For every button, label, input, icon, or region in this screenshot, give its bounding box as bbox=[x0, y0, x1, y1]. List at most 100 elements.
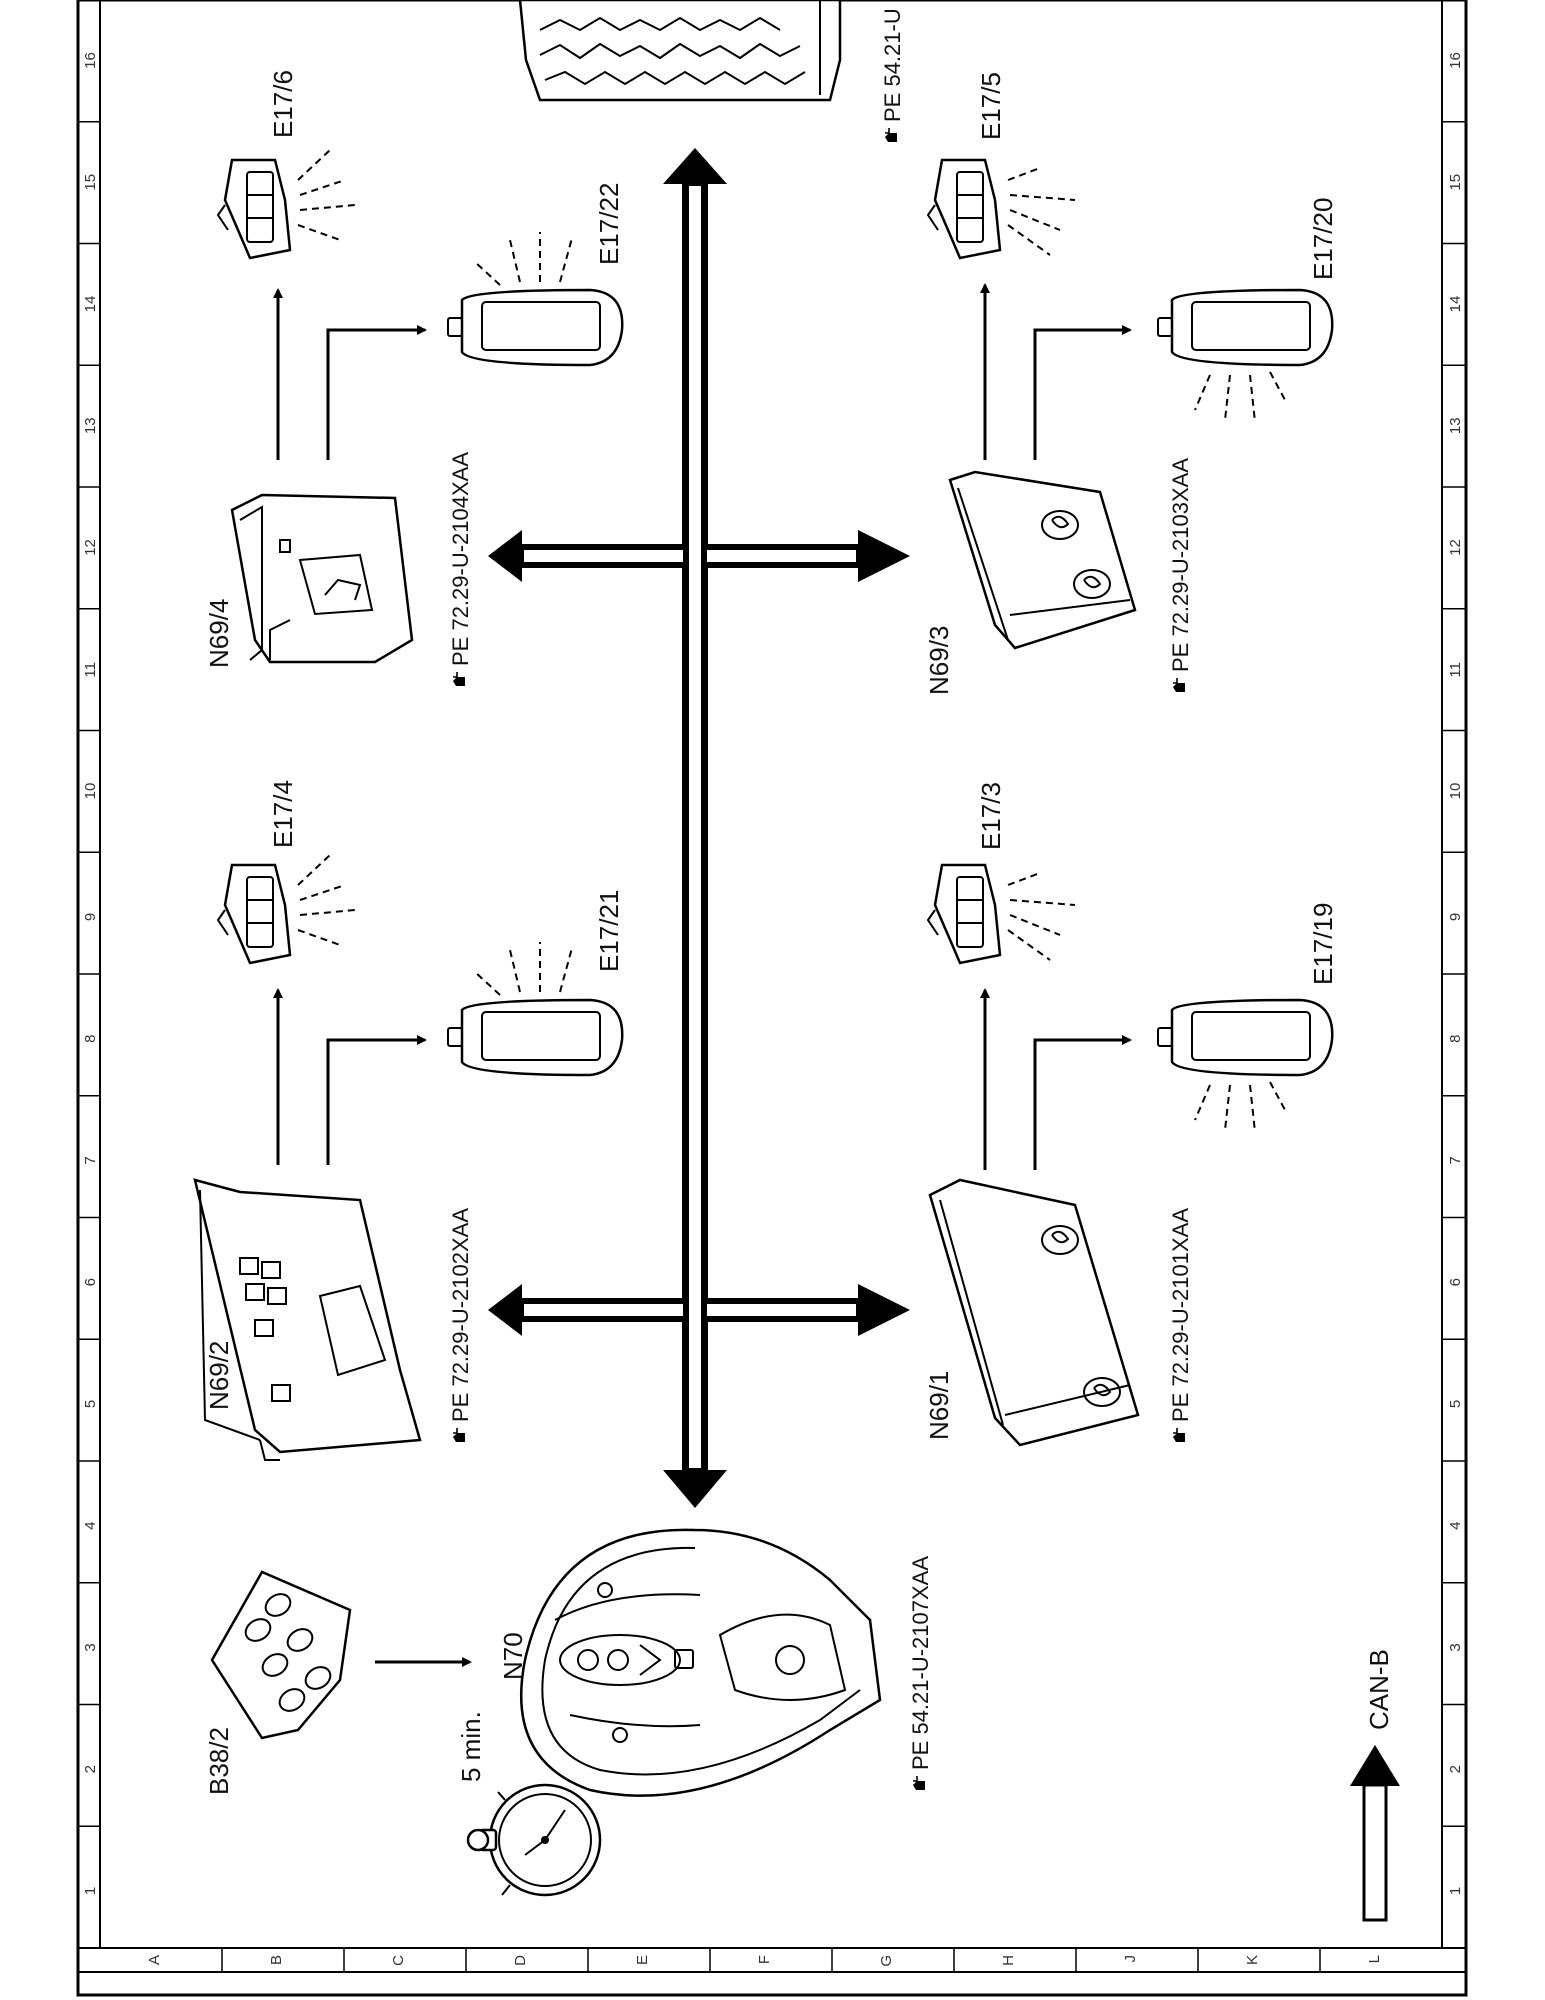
grid-letter-label: H bbox=[1000, 1955, 1017, 1966]
n69-2-module bbox=[193, 1178, 422, 1461]
grid-number-label: 2 bbox=[1447, 1765, 1464, 1773]
n69-2-label: N69/2 bbox=[204, 1341, 234, 1410]
e17-22-label: E17/22 bbox=[594, 183, 624, 265]
grid-number-label: 16 bbox=[82, 52, 99, 69]
pointing-hand-icon bbox=[1172, 677, 1186, 693]
grid-number-label: 5 bbox=[82, 1400, 99, 1408]
e17-3-label: E17/3 bbox=[976, 782, 1006, 850]
grid-number-label: 1 bbox=[1447, 1887, 1464, 1895]
grid-number-label: 11 bbox=[1447, 662, 1464, 678]
e17-20-label: E17/20 bbox=[1308, 198, 1338, 280]
n70-reference: PE 54.21-U-2107XAA bbox=[908, 1556, 933, 1791]
e17-6-label: E17/6 bbox=[268, 70, 298, 138]
grid-letter-label: L bbox=[1366, 1955, 1383, 1963]
top-module-ref-text: PE 54.21-U bbox=[880, 8, 905, 122]
signal-arrows bbox=[273, 283, 1132, 1667]
grid-number-label: 12 bbox=[82, 539, 99, 556]
can-b-legend bbox=[1350, 1745, 1400, 1922]
grid-number-label: 13 bbox=[1447, 417, 1464, 434]
e17-4-lamp bbox=[216, 854, 356, 965]
grid-number-label: 7 bbox=[1447, 1156, 1464, 1164]
e17-6-lamp bbox=[216, 149, 356, 260]
n69-4-reference: PE 72.29-U-2104XAA bbox=[448, 452, 473, 687]
n70-label: N70 bbox=[498, 1632, 528, 1680]
grid-number-label: 4 bbox=[1447, 1522, 1464, 1530]
grid-number-label: 7 bbox=[82, 1156, 99, 1164]
grid-number-label: 9 bbox=[1447, 913, 1464, 921]
pointing-hand-icon bbox=[452, 1427, 466, 1443]
grid-letter-label: F bbox=[756, 1955, 773, 1964]
grid-letter-label: A bbox=[146, 1955, 163, 1965]
svg-text:PE 72.29-U-2104XAA: PE 72.29-U-2104XAA bbox=[448, 452, 473, 666]
n69-3-module bbox=[948, 470, 1137, 650]
grid-number-label: 16 bbox=[1447, 52, 1464, 69]
grid-number-label: 1 bbox=[82, 1887, 99, 1895]
grid-number-label: 8 bbox=[82, 1035, 99, 1043]
svg-text:PE 72.29-U-2102XAA: PE 72.29-U-2102XAA bbox=[448, 1208, 473, 1422]
b38-2-sensor bbox=[210, 1570, 352, 1740]
n70-panel bbox=[520, 1528, 882, 1797]
grid-number-label: 10 bbox=[82, 783, 99, 800]
grid-number-label: 5 bbox=[1447, 1400, 1464, 1408]
n69-4-label: N69/4 bbox=[204, 599, 234, 668]
grid-letter-label: E bbox=[634, 1955, 651, 1965]
grid-letter-label: J bbox=[1122, 1955, 1139, 1963]
e17-19-label: E17/19 bbox=[1308, 903, 1338, 985]
e17-22-lamp bbox=[447, 232, 624, 367]
n69-3-label: N69/3 bbox=[924, 626, 954, 695]
e17-4-label: E17/4 bbox=[268, 780, 298, 848]
e17-3-lamp bbox=[926, 863, 1076, 965]
n69-1-reference: PE 72.29-U-2101XAA bbox=[1168, 1208, 1193, 1443]
grid-number-label: 8 bbox=[1447, 1035, 1464, 1043]
grid-number-label: 6 bbox=[82, 1278, 99, 1286]
e17-5-lamp bbox=[926, 158, 1076, 260]
grid-number-label: 10 bbox=[1447, 783, 1464, 800]
grid-letter-label: K bbox=[1244, 1955, 1261, 1965]
grid-number-label: 6 bbox=[1447, 1278, 1464, 1286]
grid-number-label: 2 bbox=[82, 1765, 99, 1773]
e17-19-lamp bbox=[1157, 998, 1334, 1133]
grid-number-label: 12 bbox=[1447, 539, 1464, 556]
svg-text:PE 54.21-U-2107XAA: PE 54.21-U-2107XAA bbox=[908, 1556, 933, 1770]
n69-2-reference: PE 72.29-U-2102XAA bbox=[448, 1208, 473, 1443]
b38-2-label: B38/2 bbox=[204, 1727, 234, 1795]
grid-number-label: 9 bbox=[82, 913, 99, 921]
pointing-hand-icon bbox=[912, 1775, 926, 1791]
grid-number-label: 15 bbox=[82, 174, 99, 191]
can-b-bus bbox=[488, 148, 910, 1508]
timer-label: 5 min. bbox=[456, 1711, 486, 1782]
grid-letter-label: G bbox=[878, 1955, 895, 1967]
pointing-hand-icon bbox=[884, 127, 898, 143]
overhead-control-panel-icon bbox=[518, 0, 842, 102]
grid-number-label: 13 bbox=[82, 417, 99, 434]
grid-number-label: 3 bbox=[82, 1643, 99, 1651]
grid-letter-label: D bbox=[512, 1955, 529, 1966]
can-b-label: CAN-B bbox=[1364, 1649, 1394, 1730]
grid-number-label: 3 bbox=[1447, 1643, 1464, 1651]
grid-number-label: 14 bbox=[1447, 296, 1464, 313]
top-module-reference: PE 54.21-U bbox=[880, 8, 905, 143]
grid-letter-label: C bbox=[390, 1955, 407, 1966]
e17-21-label: E17/21 bbox=[594, 890, 624, 972]
n69-1-label: N69/1 bbox=[924, 1371, 954, 1440]
grid-letter-label: B bbox=[268, 1955, 285, 1965]
e17-20-lamp bbox=[1157, 288, 1334, 423]
svg-text:PE 72.29-U-2103XAA: PE 72.29-U-2103XAA bbox=[1168, 458, 1193, 672]
e17-21-lamp bbox=[447, 942, 624, 1077]
stopwatch-icon bbox=[466, 1783, 602, 1897]
grid-number-label: 15 bbox=[1447, 174, 1464, 191]
grid-number-label: 4 bbox=[82, 1522, 99, 1530]
grid-number-label: 14 bbox=[82, 296, 99, 313]
grid-number-label: 11 bbox=[82, 662, 99, 678]
n69-1-module bbox=[928, 1178, 1140, 1447]
svg-text:PE 72.29-U-2101XAA: PE 72.29-U-2101XAA bbox=[1168, 1208, 1193, 1422]
n69-4-module bbox=[230, 493, 414, 664]
e17-5-label: E17/5 bbox=[976, 72, 1006, 140]
pointing-hand-icon bbox=[452, 671, 466, 687]
n69-3-reference: PE 72.29-U-2103XAA bbox=[1168, 458, 1193, 693]
pointing-hand-icon bbox=[1172, 1427, 1186, 1443]
